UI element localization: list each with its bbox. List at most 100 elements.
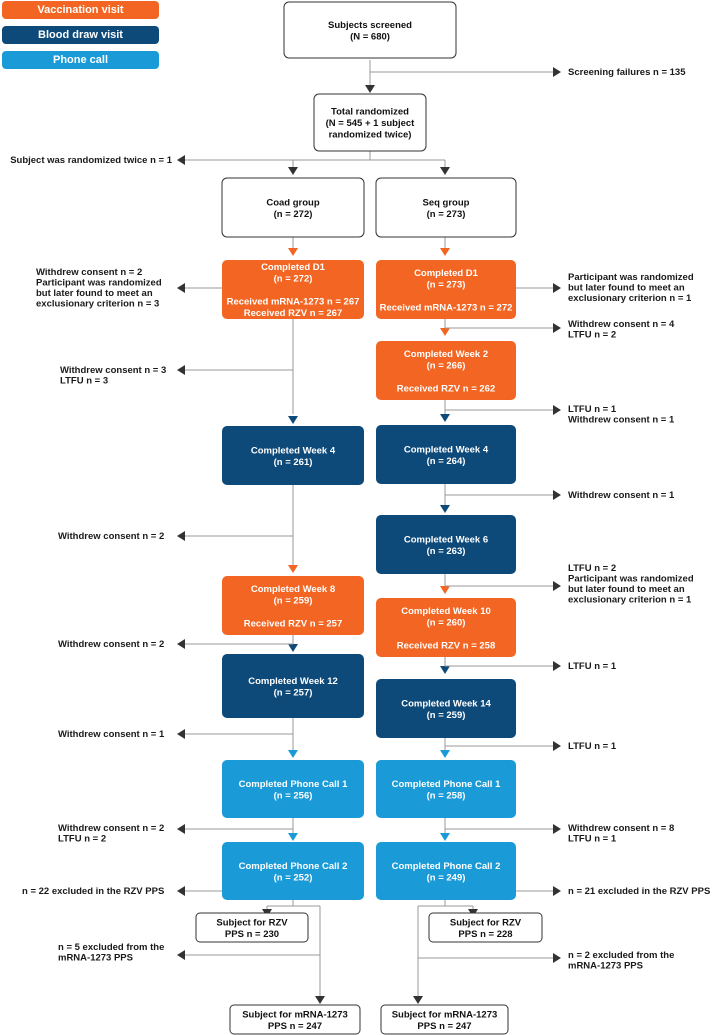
seq-mrna-pps-box-line-0: Subject for mRNA-1273 <box>392 1009 498 1020</box>
arrow-seq-prew4-icon <box>553 405 561 415</box>
subjects-screened-box-line-1: (N = 680) <box>350 31 390 42</box>
seq-completed-week14-box-line-1: (n = 259) <box>427 710 466 721</box>
arrow-coad-w8-icon <box>288 565 298 573</box>
seq-pre-pc2-label-line-0: Withdrew consent n = 8 <box>568 823 674 834</box>
coad-pre-week8-label: Withdrew consent n = 2 <box>58 531 164 542</box>
arrow-seq-prepc1-icon <box>553 741 561 751</box>
seq-completed-week10-box-line-0: Completed Week 10 <box>401 606 491 617</box>
seq-mrna-excluded-label-line-0: n = 2 excluded from the <box>568 950 674 961</box>
coad-completed-week12-box-line-1: (n = 257) <box>274 687 313 698</box>
coad-mrna-excluded-label-line-0: n = 5 excluded from the <box>58 942 164 953</box>
arrow-coad-w12-icon <box>288 644 298 652</box>
seq-pre-week2-label-line-0: Withdrew consent n = 4 <box>568 319 675 330</box>
seq-completed-week6-box-line-1: (n = 263) <box>427 546 466 557</box>
seq-pre-week2-label-line-1: LTFU n = 2 <box>568 330 616 341</box>
arrow-to-randomized-icon <box>365 85 375 93</box>
arrow-seq-prepc2-icon <box>553 824 561 834</box>
seq-completed-d1-box-line-1: (n = 273) <box>427 279 466 290</box>
seq-d1-exclusion-label-line-1: but later found to meet an <box>568 283 685 294</box>
seq-completed-week4-box-line-1: (n = 264) <box>427 456 466 467</box>
seq-mrna-excluded-label-line-1: mRNA-1273 PPS <box>568 961 643 972</box>
seq-completed-week2-box-line-3: Received RZV n = 262 <box>397 383 495 394</box>
arrow-seq-d1-icon <box>440 248 450 256</box>
arrow-seq-prew10-icon <box>553 581 561 591</box>
arrow-coad-prepc1-icon <box>177 729 185 739</box>
arrow-coad-prew8-icon <box>177 531 185 541</box>
arrow-screen-fail-icon <box>553 67 561 77</box>
randomized-twice-label: Subject was randomized twice n = 1 <box>10 155 173 166</box>
coad-completed-d1-box-line-3: Received mRNA-1273 n = 267 <box>227 297 360 308</box>
seq-completed-phonecall2-box-line-1: (n = 249) <box>427 872 466 883</box>
total-randomized-box-line-1: (N = 545 + 1 subject <box>326 118 416 129</box>
seq-completed-week6-box-line-0: Completed Week 6 <box>404 534 488 545</box>
coad-completed-week8-box-line-3: Received RZV n = 257 <box>244 618 342 629</box>
seq-completed-week14-box-line-0: Completed Week 14 <box>401 698 491 709</box>
seq-group-box-line-0: Seq group <box>423 197 470 208</box>
arrow-seq-w14-icon <box>440 666 450 674</box>
arrow-seq-w2-icon <box>440 328 450 336</box>
coad-completed-week8-box-line-0: Completed Week 8 <box>251 584 335 595</box>
seq-completed-d1-box-line-3: Received mRNA-1273 n = 272 <box>380 302 513 313</box>
arrow-seq-rzv-excl-icon <box>553 886 561 896</box>
seq-pre-week10-label-line-1: Participant was randomized <box>568 574 694 585</box>
coad-completed-week8-box: Completed Week 8(n = 259)Received RZV n … <box>222 576 364 635</box>
arrow-seq-prew14-icon <box>553 661 561 671</box>
coad-completed-week4-box-line-1: (n = 261) <box>274 457 313 468</box>
arrow-coad-prepc2-icon <box>177 824 185 834</box>
coad-rzv-excluded-label: n = 22 excluded in the RZV PPS <box>22 886 164 897</box>
coad-pre-pc2-label-line-1: LTFU n = 2 <box>58 834 106 845</box>
coad-mrna-pps-box-line-0: Subject for mRNA-1273 <box>242 1009 348 1020</box>
coad-group-box-line-0: Coad group <box>266 197 319 208</box>
coad-pre-pc2-label-line-0: Withdrew consent n = 2 <box>58 823 164 834</box>
coad-mrna-pps-box-line-1: PPS n = 247 <box>268 1021 322 1032</box>
coad-completed-phonecall2-box: Completed Phone Call 2(n = 252) <box>222 842 364 900</box>
seq-rzv-pps-box-line-1: PPS n = 228 <box>458 929 512 940</box>
seq-d1-exclusion-label-line-2: exclusionary criterion n = 1 <box>568 293 692 304</box>
coad-d1-exclusion-label-line-0: Withdrew consent n = 2 <box>36 267 142 278</box>
coad-rzv-pps-box-line-1: PPS n = 230 <box>225 929 279 940</box>
seq-pre-week4-label-line-1: Withdrew consent n = 1 <box>568 415 675 426</box>
coad-pre-week12-label: Withdrew consent n = 2 <box>58 639 164 650</box>
coad-completed-d1-box-line-4: Received RZV n = 267 <box>244 308 342 319</box>
seq-rzv-excluded-label: n = 21 excluded in the RZV PPS <box>568 886 710 897</box>
arrow-coad-pc1-icon <box>288 750 298 758</box>
seq-pre-week14-label: LTFU n = 1 <box>568 661 617 672</box>
subjects-screened-box: Subjects screened(N = 680) <box>283 1 457 59</box>
arrow-coad-mrna-excl-icon <box>177 950 185 960</box>
seq-completed-week10-box-line-1: (n = 260) <box>427 617 466 628</box>
arrow-seq-prew2-icon <box>553 323 561 333</box>
arrow-seq-mrna-pps-icon <box>413 996 423 1004</box>
coad-d1-exclusion-label-line-1: Participant was randomized <box>36 278 162 289</box>
seq-completed-week6-box: Completed Week 6(n = 263) <box>376 515 516 574</box>
seq-completed-week2-box-line-0: Completed Week 2 <box>404 349 488 360</box>
arrow-seq-d1-side-icon <box>553 283 561 293</box>
coad-completed-phonecall1-box-line-0: Completed Phone Call 1 <box>239 779 348 790</box>
seq-completed-week10-box-line-3: Received RZV n = 258 <box>397 640 495 651</box>
seq-completed-week4-box-line-0: Completed Week 4 <box>404 444 489 455</box>
seq-pre-week10-label-line-3: exclusionary criterion n = 1 <box>568 595 692 606</box>
coad-d1-exclusion-label-line-2: but later found to meet an <box>36 288 153 299</box>
arrow-coad-w4-icon <box>288 416 298 424</box>
total-randomized-box-line-0: Total randomized <box>331 107 409 118</box>
screening-failures-label: Screening failures n = 135 <box>568 67 686 78</box>
arrow-coad-prew12-icon <box>177 639 185 649</box>
legend-blood-draw-visit: Blood draw visit <box>2 26 159 44</box>
arrow-coad-mrna-pps-icon <box>315 996 325 1004</box>
arrow-seq-w10-icon <box>440 586 450 594</box>
total-randomized-box-line-2: randomized twice) <box>329 130 412 141</box>
arrow-coad-d1-icon <box>288 248 298 256</box>
seq-completed-week4-box: Completed Week 4(n = 264) <box>376 425 516 484</box>
arrow-rand-twice-icon <box>177 155 185 165</box>
coad-completed-d1-box-line-1: (n = 272) <box>274 274 313 285</box>
coad-completed-phonecall2-box-line-1: (n = 252) <box>274 872 313 883</box>
coad-pre-week4-label-line-1: LTFU n = 3 <box>60 376 108 387</box>
coad-mrna-excluded-label-line-1: mRNA-1273 PPS <box>58 953 133 964</box>
seq-pre-pc1-label: LTFU n = 1 <box>568 741 617 752</box>
seq-pre-week6-label: Withdrew consent n = 1 <box>568 490 675 501</box>
arrow-to-coad-icon <box>288 167 298 175</box>
arrow-coad-d1-side-icon <box>177 283 185 293</box>
